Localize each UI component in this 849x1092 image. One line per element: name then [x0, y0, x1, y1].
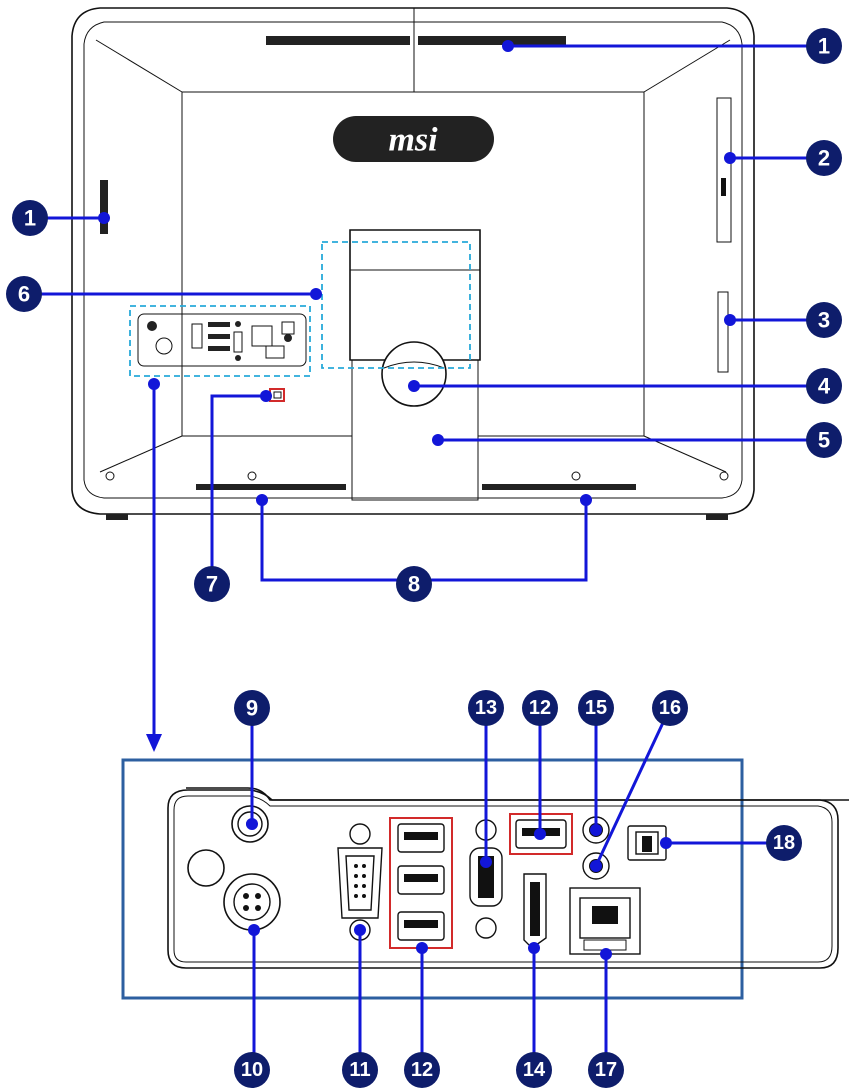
svg-text:3: 3 [818, 308, 830, 333]
callout-badge-12-bottom: 12 [404, 1052, 440, 1088]
optical-drive [716, 97, 732, 243]
top-vent [266, 36, 566, 45]
callout-badge-5: 5 [806, 422, 842, 458]
svg-text:1: 1 [818, 34, 830, 59]
svg-text:7: 7 [206, 572, 218, 597]
callout-badge-10: 10 [234, 1052, 270, 1088]
svg-text:10: 10 [241, 1059, 263, 1081]
svg-text:17: 17 [595, 1059, 617, 1081]
callout-badge-1-top: 1 [806, 28, 842, 64]
spdif-port [627, 825, 667, 861]
stand-hinge-highlight [321, 241, 471, 369]
lan-port [569, 887, 641, 955]
callout-badge-15: 15 [578, 690, 614, 726]
callout-badge-14: 14 [516, 1052, 552, 1088]
svg-text:5: 5 [818, 428, 830, 453]
hdmi-port [469, 819, 503, 939]
callout-badge-16: 16 [652, 690, 688, 726]
callout-badge-3: 3 [806, 302, 842, 338]
dc-in-port [223, 873, 281, 931]
bottom-speaker-vents [196, 484, 636, 490]
left-vent [100, 180, 108, 234]
callout-badge-18: 18 [766, 825, 802, 861]
callout-badge-2: 2 [806, 140, 842, 176]
monitor-rear-view: msi [71, 7, 755, 520]
svg-text:12: 12 [411, 1059, 433, 1081]
svg-text:11: 11 [349, 1059, 370, 1081]
stand [349, 229, 481, 500]
svg-text:12: 12 [529, 697, 551, 719]
callout-badge-12-top: 12 [522, 690, 558, 726]
callouts-detail [246, 711, 784, 1066]
svg-text:14: 14 [523, 1059, 546, 1081]
callout-badge-9: 9 [234, 690, 270, 726]
callout-badge-11: 11 [342, 1052, 378, 1088]
callout-badge-8: 8 [396, 566, 432, 602]
msi-logo: msi [333, 116, 494, 162]
svg-text:8: 8 [408, 572, 420, 597]
io-panel-highlight [129, 305, 311, 377]
svg-text:9: 9 [246, 696, 258, 721]
svg-text:15: 15 [585, 697, 607, 719]
svg-text:18: 18 [773, 832, 795, 854]
logo-text: msi [388, 122, 438, 159]
callout-badge-1-left: 1 [12, 200, 48, 236]
svg-text:4: 4 [818, 374, 831, 399]
svg-text:13: 13 [475, 697, 497, 719]
callout-badge-4: 4 [806, 368, 842, 404]
card-reader [717, 291, 729, 373]
svg-text:2: 2 [818, 146, 830, 171]
io-panel-small [137, 313, 307, 367]
svg-text:6: 6 [18, 282, 30, 307]
callout-badge-17: 17 [588, 1052, 624, 1088]
callout-badge-6: 6 [6, 276, 42, 312]
usb-stack [389, 817, 453, 949]
callout-badge-13: 13 [468, 690, 504, 726]
esata-port [523, 873, 547, 949]
callout-badge-7: 7 [194, 566, 230, 602]
svg-text:16: 16 [659, 697, 681, 719]
svg-text:1: 1 [24, 206, 36, 231]
